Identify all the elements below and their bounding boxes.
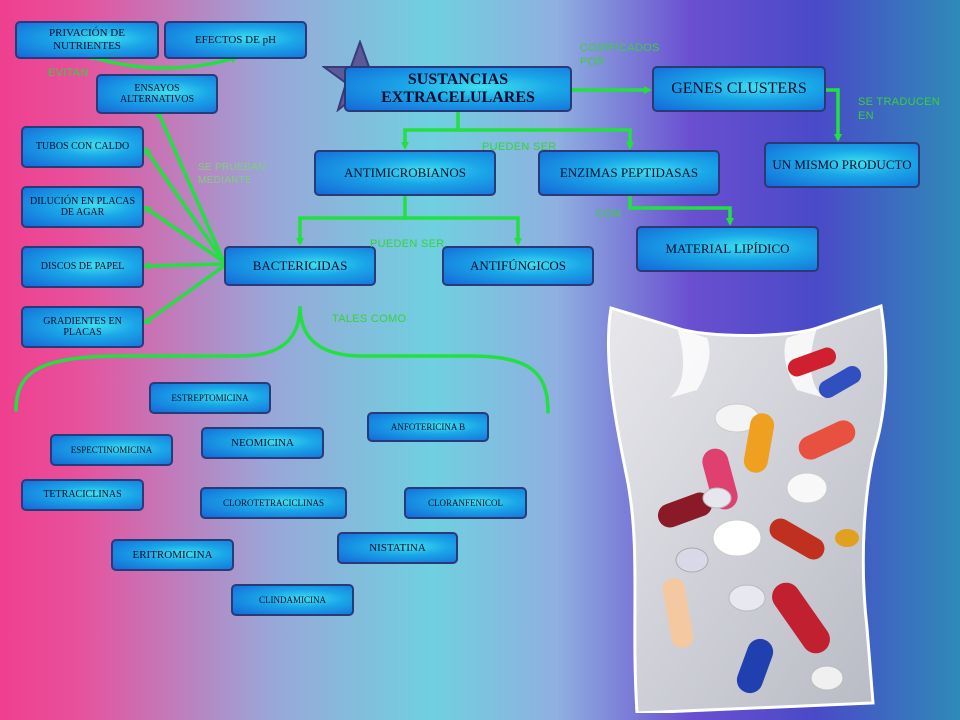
node-cloranfenicol: CLORANFENICOL — [404, 487, 527, 519]
pills-photo — [606, 303, 888, 713]
label-pueden-ser-2: PUEDEN SER — [370, 238, 445, 250]
edge-antimicro-antifung — [403, 216, 522, 246]
edge-traducen — [824, 88, 842, 142]
edge-metodo-gradientes — [142, 264, 226, 325]
edge-metodo-tubos — [143, 146, 226, 264]
edge-antimicro-split — [296, 194, 407, 246]
edge-metodo-ensayos — [155, 108, 226, 264]
node-bactericidas: BACTERICIDAS — [224, 246, 376, 286]
node-un-mismo-producto: UN MISMO PRODUCTO — [764, 142, 920, 188]
node-tubos-caldo: TUBOS CON CALDO — [21, 126, 144, 168]
node-privacion-nutrientes: PRIVACIÓN DE NUTRIENTES — [15, 21, 159, 59]
node-dilucion-placas: DILUCIÓN EN PLACAS DE AGAR — [21, 186, 144, 228]
label-se-traducen-en: SE TRADUCEN EN — [858, 96, 940, 122]
node-clorotetraciclinas: CLOROTETRACICLINAS — [200, 487, 347, 519]
label-evitan: EVITAN — [48, 67, 89, 79]
tales-como-brace — [14, 305, 550, 414]
label-se-prueban-mediante: SE PRUEBAN MEDIANTE — [198, 162, 266, 186]
edge-metodo-dilucion — [142, 205, 226, 264]
label-con: CON — [596, 208, 622, 220]
node-clindamicina: CLINDAMICINA — [231, 584, 354, 616]
node-estreptomicina: ESTREPTOMICINA — [149, 382, 271, 414]
edge-evitan — [90, 53, 239, 70]
node-antifungicos: ANTIFÚNGICOS — [442, 246, 594, 286]
edge-sustancias-split — [401, 110, 460, 150]
node-genes-clusters: GENES CLUSTERS — [652, 66, 826, 112]
node-nistatina: NISTATINA — [337, 532, 458, 564]
node-sustancias-extracelulares: SUSTANCIAS EXTRACELULARES — [344, 66, 572, 112]
node-ensayos-alternativos: ENSAYOS ALTERNATIVOS — [96, 74, 218, 114]
label-tales-como: TALES COMO — [332, 313, 407, 325]
node-eritromicina: ERITROMICINA — [111, 539, 234, 571]
node-antimicrobianos: ANTIMICROBIANOS — [314, 150, 496, 196]
node-material-lipidico: MATERIAL LIPÍDICO — [636, 226, 819, 272]
node-efectos-ph: EFECTOS DE pH — [164, 21, 307, 59]
label-pueden-ser-1: PUEDEN SER — [482, 141, 557, 153]
node-enzimas-peptidasas: ENZIMAS PEPTIDASAS — [538, 150, 720, 196]
node-anfotericina-b: ANFOTERICINA B — [367, 412, 489, 442]
node-gradientes-placas: GRADIENTES EN PLACAS — [21, 306, 144, 348]
label-codificados-por: CODIFICADOS POR — [580, 42, 660, 68]
edge-con — [628, 194, 734, 226]
edge-sustancias-enzimas — [456, 128, 634, 150]
node-tetraciclinas: TETRACICLINAS — [21, 479, 144, 511]
node-neomicina: NEOMICINA — [201, 427, 324, 459]
node-discos-papel: DISCOS DE PAPEL — [21, 246, 144, 288]
edge-metodo-discos — [142, 261, 226, 270]
node-espectinomicina: ESPECTINOMICINA — [50, 434, 173, 466]
